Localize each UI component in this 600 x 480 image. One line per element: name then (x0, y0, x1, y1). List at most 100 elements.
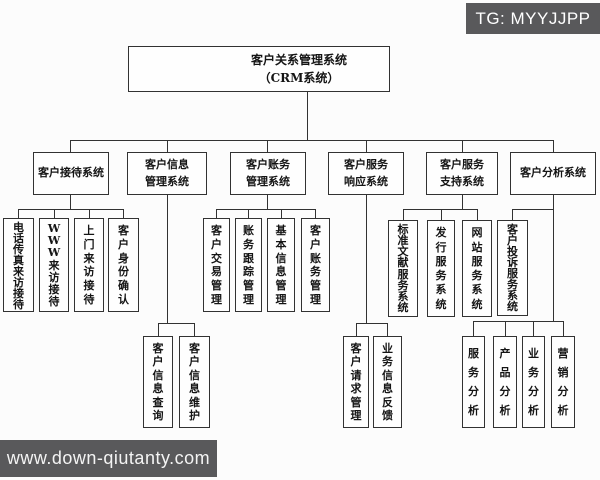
node-char: 理 (243, 293, 254, 307)
node-billing-mgmt-system: 客户账务 管理系统 (230, 152, 306, 195)
connector-line (281, 209, 282, 218)
node-char: 电 (13, 221, 24, 234)
node-business-analysis: 业务分析 (522, 336, 545, 428)
node-char: 来 (13, 265, 24, 278)
node-char: 户 (189, 355, 200, 369)
node-char: 务 (243, 237, 254, 251)
node-char: 账 (310, 251, 321, 265)
node-transaction-mgmt: 客户交易管理 (203, 218, 230, 312)
node-char: 户 (350, 355, 362, 369)
node-char: 系 (507, 289, 518, 302)
node-char: 理 (275, 293, 287, 307)
node-char: 理 (350, 409, 362, 423)
node-char: 献 (397, 256, 409, 270)
connector-line (54, 209, 55, 218)
node-char: 分 (528, 385, 539, 398)
node-char: 客 (350, 341, 362, 355)
node-walkin-reception: 上门来访接待 (74, 218, 104, 312)
connector-line (553, 195, 554, 321)
node-char: 管 (350, 395, 362, 409)
node-product-analysis: 产品分析 (493, 336, 517, 428)
node-char: 基 (275, 223, 287, 237)
connector-line (366, 140, 367, 152)
node-char: 营 (557, 347, 569, 360)
node-char: W (47, 222, 61, 236)
tg-badge-text: TG: MYYJJPP (475, 8, 591, 28)
node-basic-info-mgmt: 基本信息管理 (267, 218, 295, 312)
node-char: 统 (471, 297, 483, 311)
node-char: 上 (83, 223, 95, 237)
node-char: 管 (275, 279, 287, 293)
connector-line (505, 321, 506, 336)
node-char: 息 (382, 382, 393, 396)
connector-line (158, 323, 195, 324)
node-char: 诉 (507, 256, 518, 269)
connector-line (158, 323, 159, 336)
connector-line (70, 195, 71, 209)
node-char: 务 (507, 278, 518, 291)
node-char: 站 (471, 240, 483, 254)
connector-line (512, 209, 553, 210)
node-char: 务 (528, 366, 539, 379)
node-char: 户 (118, 237, 129, 251)
connector-line (167, 195, 168, 323)
node-char: 理 (211, 293, 222, 307)
node-char: 护 (189, 409, 200, 423)
connector-line (18, 209, 124, 210)
node-char: 接 (83, 279, 95, 293)
node-char: 传 (13, 243, 24, 256)
node-char: 分 (468, 385, 479, 398)
node-char: 标 (397, 223, 409, 237)
node-char: 统 (435, 297, 447, 311)
node-char: 务 (397, 278, 409, 292)
node-char: 服 (397, 267, 409, 281)
node-char: 管 (310, 279, 321, 293)
node-char: 接 (48, 282, 60, 296)
connector-line (533, 321, 534, 336)
node-char: 待 (48, 294, 60, 308)
node-char: 馈 (382, 409, 393, 423)
node-info-mgmt-system: 客户信息 管理系统 (127, 152, 207, 195)
node-char: 客 (152, 341, 164, 355)
node-char: 请 (350, 368, 362, 382)
node-char: 身 (118, 251, 129, 265)
node-char: 客 (211, 223, 222, 237)
node-char: 析 (499, 404, 511, 417)
connector-line (403, 209, 404, 220)
node-char: 发 (435, 226, 447, 240)
node-char: 网 (471, 226, 483, 240)
node-char: W (47, 234, 61, 248)
node-char: 来 (48, 258, 60, 272)
connector-line (216, 209, 316, 210)
connector-line (248, 209, 249, 218)
node-char: 跟 (243, 251, 254, 265)
connector-line (123, 209, 124, 218)
connector-line (356, 323, 388, 324)
node-char: 信 (275, 251, 287, 265)
node-marketing-analysis: 营销分析 (551, 336, 575, 428)
node-char: 息 (189, 382, 200, 396)
node-char: 客 (189, 341, 200, 355)
connector-line (462, 140, 463, 152)
node-char: 求 (350, 382, 362, 396)
node-char: 统 (397, 300, 409, 314)
node-char: 业 (382, 341, 393, 355)
node-char: 务 (468, 366, 479, 379)
connector-line (267, 140, 268, 152)
node-char: 账 (243, 223, 254, 237)
node-crm-root: 客户关系管理系统 （CRM系统） (128, 46, 390, 92)
node-char: 踪 (243, 265, 254, 279)
node-analysis-system: 客户分析系统 (510, 152, 596, 195)
node-char: 系 (471, 283, 483, 297)
node-char: 户 (507, 234, 518, 247)
node-char: 业 (528, 347, 539, 360)
node-char: 本 (275, 237, 287, 251)
node-standard-doc-service: 标准文献服务系统 (388, 220, 418, 317)
node-char: 务 (382, 355, 393, 369)
node-char: 析 (557, 404, 569, 417)
connector-line (387, 323, 388, 336)
node-char: 访 (13, 276, 24, 289)
node-customer-billing-mgmt: 客户账务管理 (301, 218, 330, 312)
connector-line (553, 140, 554, 152)
